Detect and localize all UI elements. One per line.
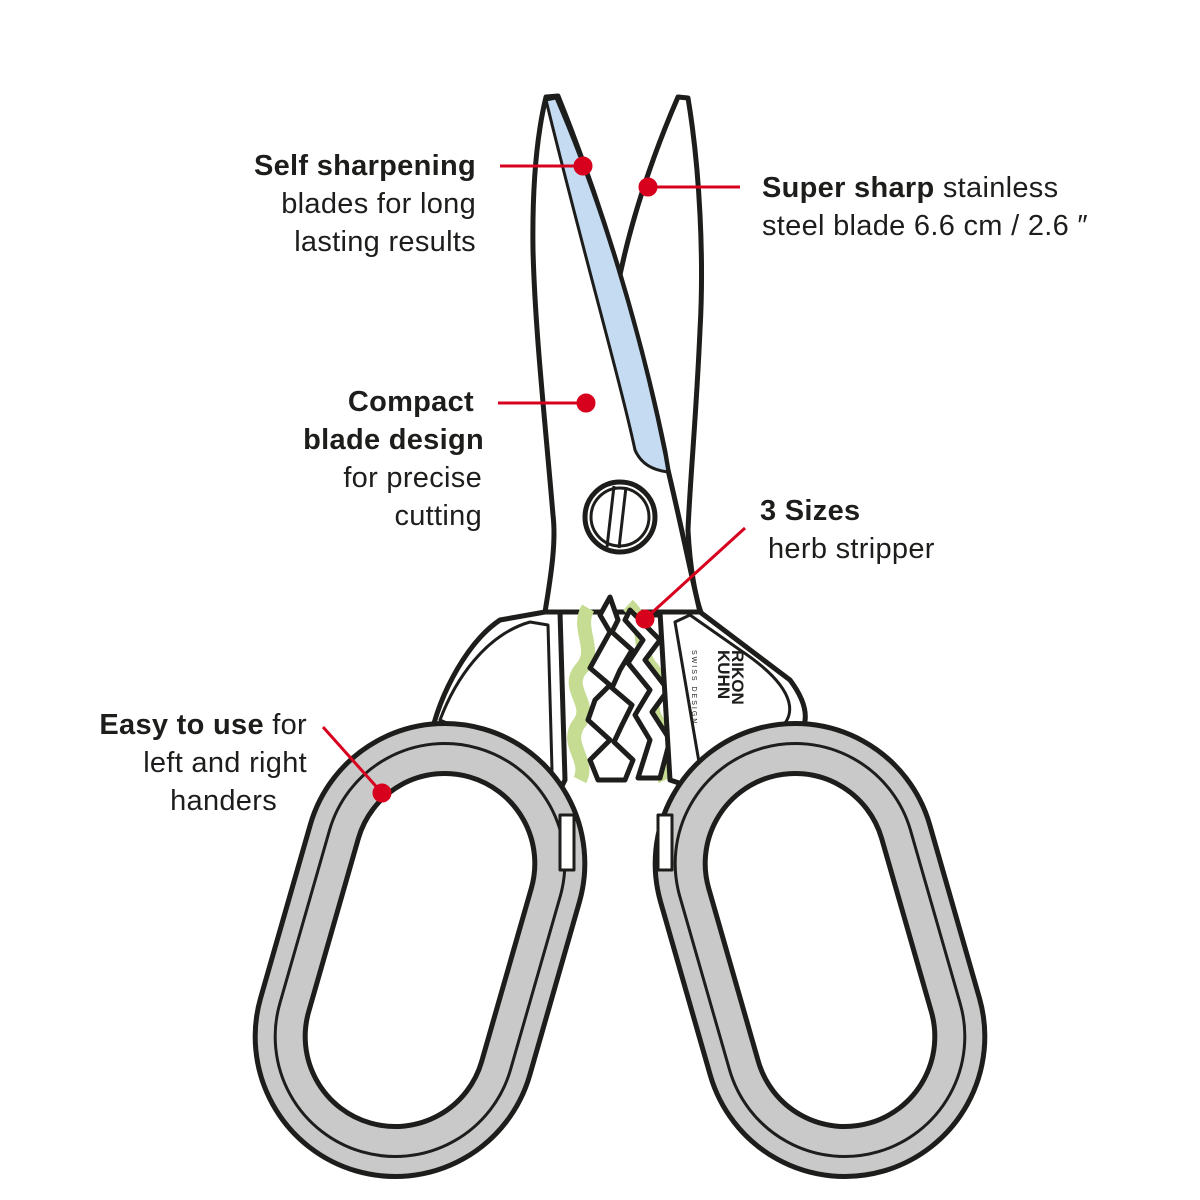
callout-text: for [272, 709, 307, 741]
kuhn-rikon-logo: KUHN RIKON SWISS DESIGN [690, 650, 747, 725]
herb-stripper-left [567, 604, 596, 784]
svg-text:SWISS DESIGN: SWISS DESIGN [690, 650, 697, 725]
callout-self-sharpening: Self sharpening blades for long lasting … [254, 147, 476, 261]
callout-dot-super-sharp [638, 177, 658, 197]
sharpening-edge [544, 96, 670, 474]
callout-text: steel blade 6.6 cm / 2.6 ″ [762, 210, 1088, 242]
svg-text:RIKON: RIKON [728, 650, 747, 705]
callout-title: Easy to use [99, 709, 264, 741]
callout-text: handers [170, 785, 277, 817]
callout-super-sharp: Super sharp stainless steel blade 6.6 cm… [762, 169, 1088, 245]
callout-text: blades for long [281, 188, 476, 220]
callout-dot-easy-to-use [372, 783, 392, 803]
callout-dot-self-sharpening [573, 156, 593, 176]
callout-dot-compact [576, 393, 596, 413]
callout-title: Compact [347, 386, 474, 418]
right-handle-grip [652, 720, 988, 1180]
svg-text:KUHN: KUHN [714, 650, 733, 699]
pivot-screw [582, 479, 658, 555]
callout-text: lasting results [294, 226, 476, 258]
callout-title: blade design [303, 424, 484, 456]
callout-text: for precise [343, 462, 482, 494]
callout-easy-to-use: Easy to use for left and right handers [99, 706, 307, 820]
callout-text: stainless [942, 172, 1059, 204]
callout-compact-blade: Compact blade design for precise cutting [303, 383, 484, 535]
callout-title: Self sharpening [253, 150, 476, 182]
callout-text: herb stripper [768, 533, 935, 565]
callout-herb-stripper: 3 Sizes herb stripper [760, 492, 935, 568]
callout-dot-herb-stripper [635, 609, 655, 629]
callout-text: cutting [394, 500, 482, 532]
callout-title: Super sharp [762, 172, 935, 204]
callout-text: left and right [143, 747, 307, 779]
callout-title: 3 Sizes [760, 495, 861, 527]
left-handle-grip [252, 720, 588, 1180]
